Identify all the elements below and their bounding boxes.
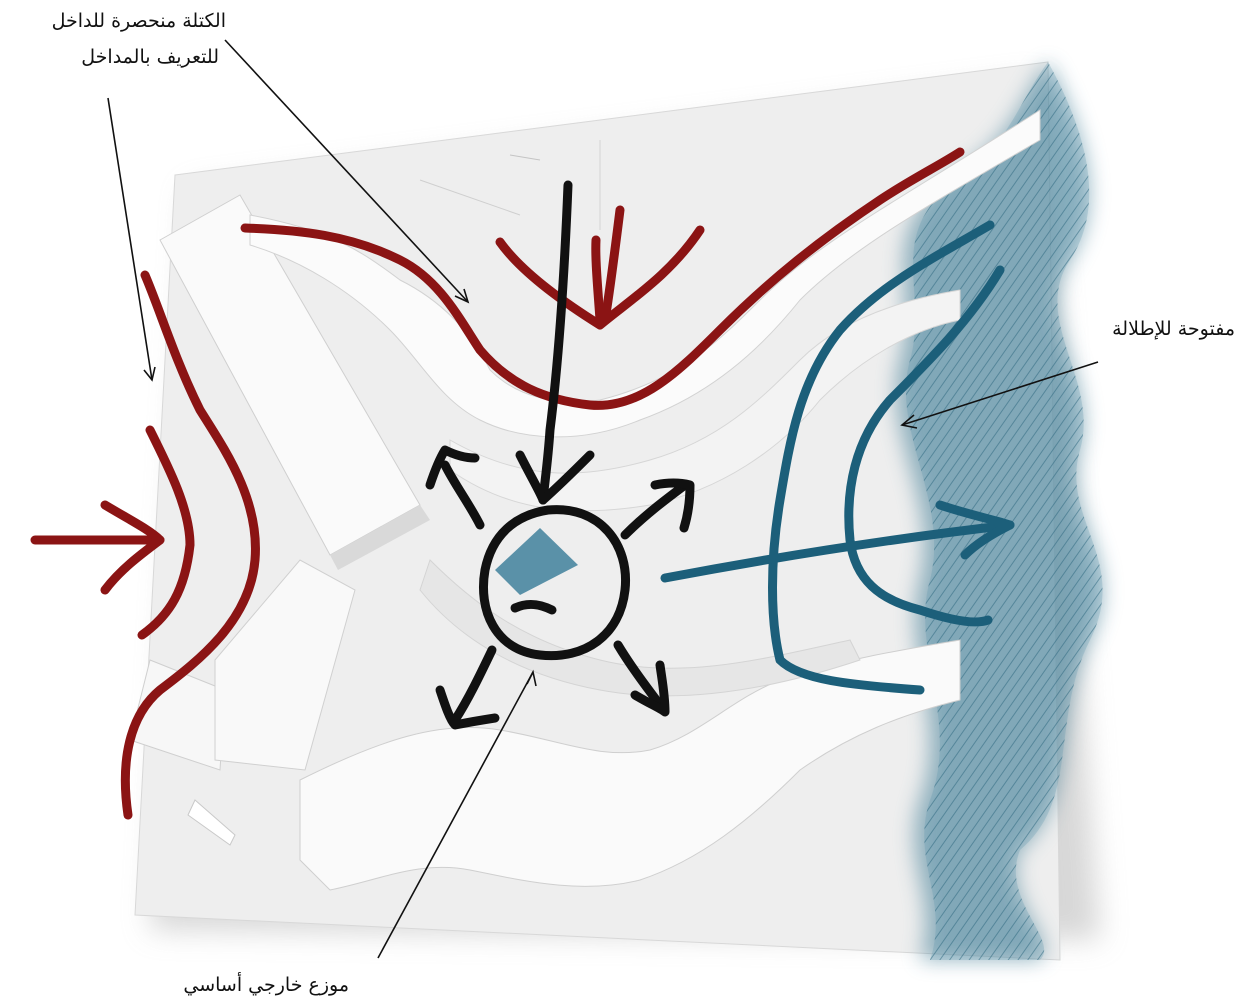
label-distributor: موزع خارجي أساسي — [183, 976, 349, 995]
label-massing-line1: الكتلة منحصرة للداخل — [52, 12, 226, 31]
label-view: مفتوحة للإطلالة — [1112, 320, 1235, 339]
label-massing-line2: للتعريف بالمداخل — [81, 48, 219, 67]
leader-entrance — [108, 98, 152, 380]
